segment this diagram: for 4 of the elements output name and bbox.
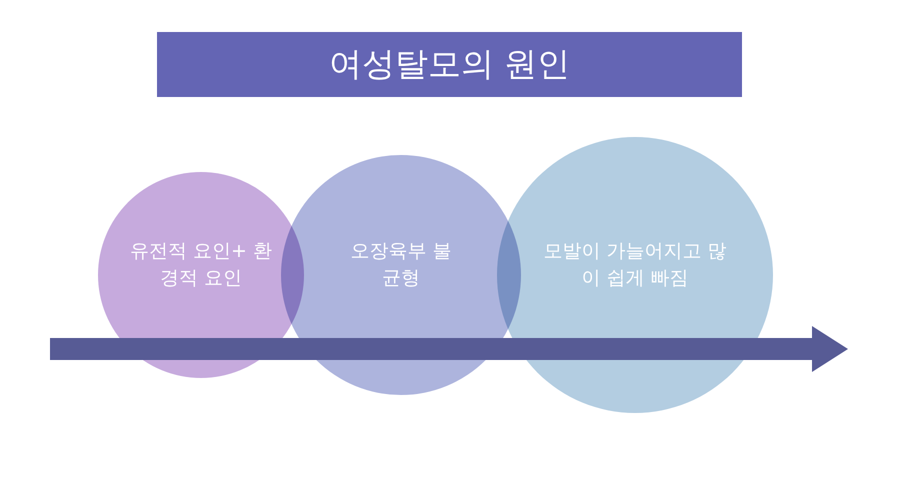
- circle-label: 유전적 요인+ 환경적 요인: [129, 239, 273, 291]
- title-banner: 여성탈모의 원인: [157, 32, 742, 97]
- circle-label: 오장육부 불균형: [349, 239, 453, 291]
- circle-label: 모발이 가늘어지고 많이 쉽게 빠짐: [542, 239, 728, 291]
